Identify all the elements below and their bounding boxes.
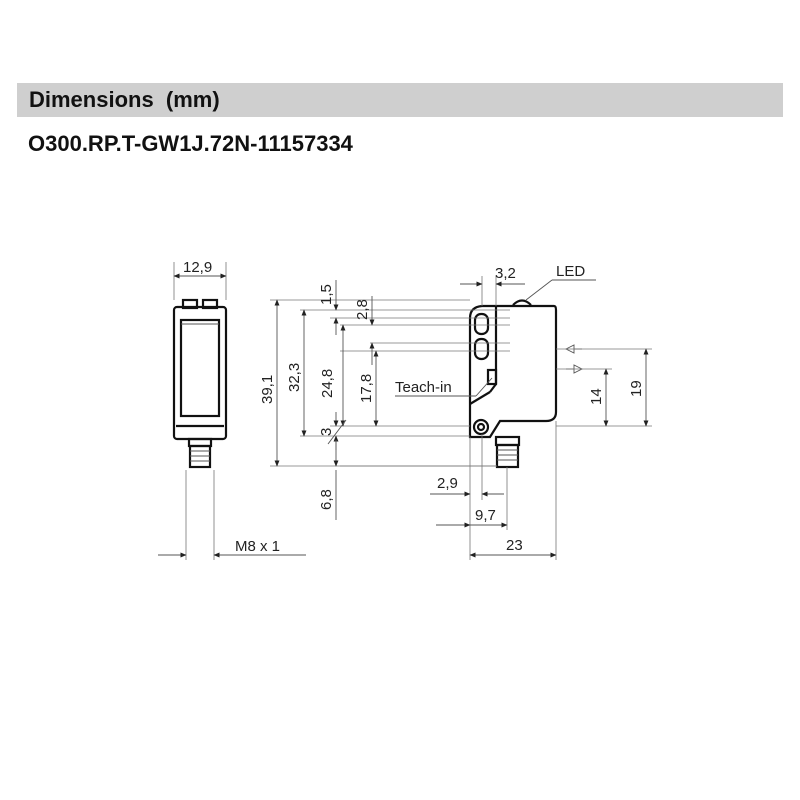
dim-9-7: 9,7 [475, 507, 496, 524]
side-connector-thread [495, 443, 520, 469]
width-top-label: 12,9 [183, 259, 212, 276]
dim-24-8: 24,8 [319, 369, 336, 398]
led-label: LED [556, 263, 585, 280]
dim-19: 19 [628, 380, 645, 397]
vertical-dimensions: 39,1 32,3 1,5 24,8 2,8 17,8 3 6,8 14 19 [259, 280, 649, 520]
horizontal-dimensions: 3,2 LED Teach-in 2,9 9,7 23 [395, 263, 596, 560]
dim-6-8: 6,8 [318, 489, 335, 510]
header-bar: Dimensions (mm) [17, 83, 783, 117]
side-connector-collar [494, 435, 521, 447]
mounting-hole [472, 418, 490, 436]
led-bump [512, 299, 532, 306]
extension-lines [270, 299, 652, 467]
front-view: M8 x 1 12,9 [158, 259, 306, 560]
thread-label: M8 x 1 [235, 538, 280, 555]
dim-3: 3 [318, 428, 335, 436]
dim-17-8: 17,8 [358, 374, 375, 403]
front-lens-window [179, 318, 221, 418]
dim-2-9: 2,9 [437, 475, 458, 492]
teach-in-label: Teach-in [395, 379, 452, 396]
header-title: Dimensions (mm) [29, 87, 220, 112]
dim-39-1: 39,1 [259, 375, 276, 404]
dim-32-3: 32,3 [286, 363, 303, 392]
lens-slot-upper [473, 312, 490, 336]
side-housing [468, 304, 558, 439]
dim-14: 14 [588, 388, 605, 405]
mounting-hole-inner [476, 422, 486, 432]
front-connector-thread [188, 444, 212, 469]
lens-slot-lower [473, 337, 490, 361]
teach-in-button [486, 368, 498, 386]
dim-2-8: 2,8 [354, 299, 371, 320]
dim-1-5: 1,5 [318, 284, 335, 305]
model-code: O300.RP.T-GW1J.72N-11157334 [28, 131, 353, 156]
dim-23: 23 [506, 537, 523, 554]
dim-3-2: 3,2 [495, 265, 516, 282]
side-view [468, 299, 584, 469]
